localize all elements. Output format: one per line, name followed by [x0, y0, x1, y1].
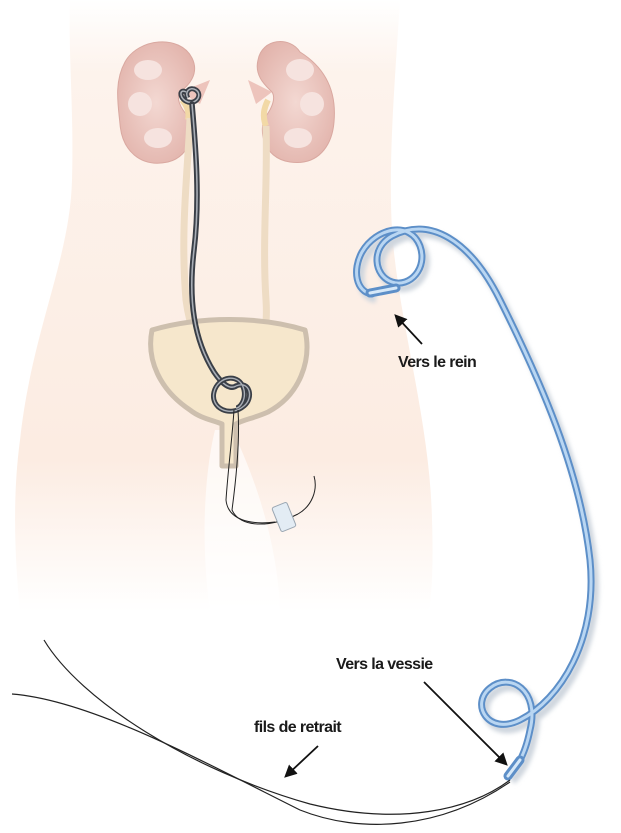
label-to-kidney: Vers le rein [398, 354, 476, 372]
label-removal-strings: fils de retrait [254, 719, 341, 737]
label-to-bladder: Vers la vessie [336, 656, 433, 674]
arrow-removal-strings [286, 746, 318, 776]
